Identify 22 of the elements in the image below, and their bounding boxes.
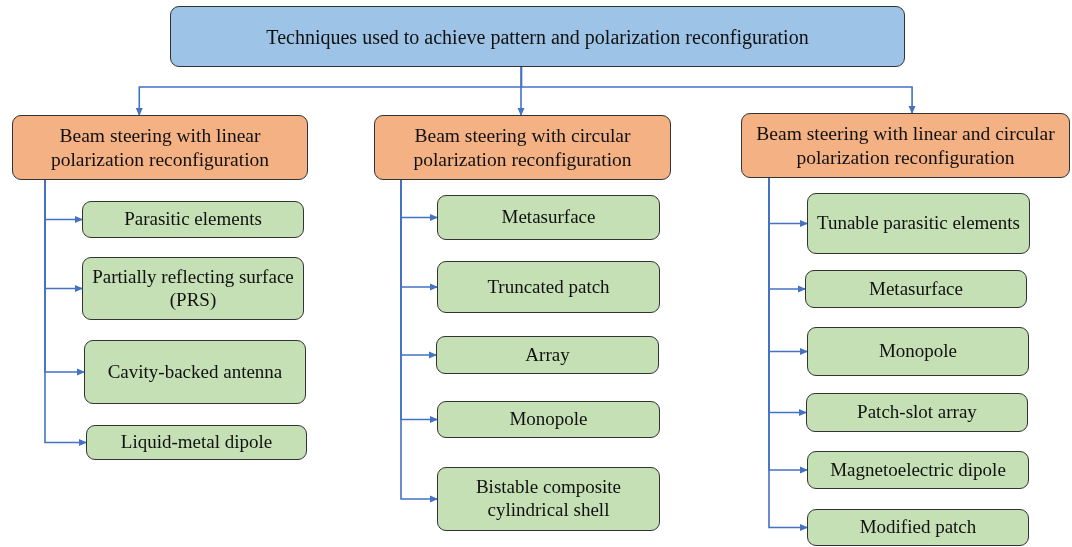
technique-box: Modified patch [807, 509, 1029, 546]
technique-box: Truncated patch [437, 261, 660, 313]
technique-box: Metasurface [805, 270, 1027, 308]
arrow [400, 179, 438, 503]
technique-box: Partially reflecting surface (PRS) [82, 257, 304, 320]
technique-box: Monopole [807, 327, 1029, 376]
category-box: Beam steering with linear and circular polarization reconfiguration [741, 113, 1070, 178]
arrow [44, 179, 87, 446]
technique-box: Cavity-backed antenna [84, 340, 306, 404]
technique-box: Patch-slot array [806, 393, 1028, 432]
title-box: Techniques used to achieve pattern and polarization reconfiguration [170, 6, 905, 67]
technique-box: Monopole [437, 401, 660, 438]
technique-box: Tunable parasitic elements [807, 193, 1030, 254]
technique-box: Bistable composite cylindrical shell [437, 467, 660, 531]
technique-box: Parasitic elements [82, 201, 304, 238]
technique-box: Array [436, 336, 659, 374]
technique-box: Magnetoelectric dipole [807, 451, 1029, 489]
technique-box: Liquid-metal dipole [86, 425, 307, 460]
category-box: Beam steering with circular polarization reconfiguration [374, 115, 671, 180]
category-box: Beam steering with linear polarization reconfiguration [12, 115, 308, 180]
arrow [520, 66, 916, 114]
technique-box: Metasurface [437, 195, 660, 240]
